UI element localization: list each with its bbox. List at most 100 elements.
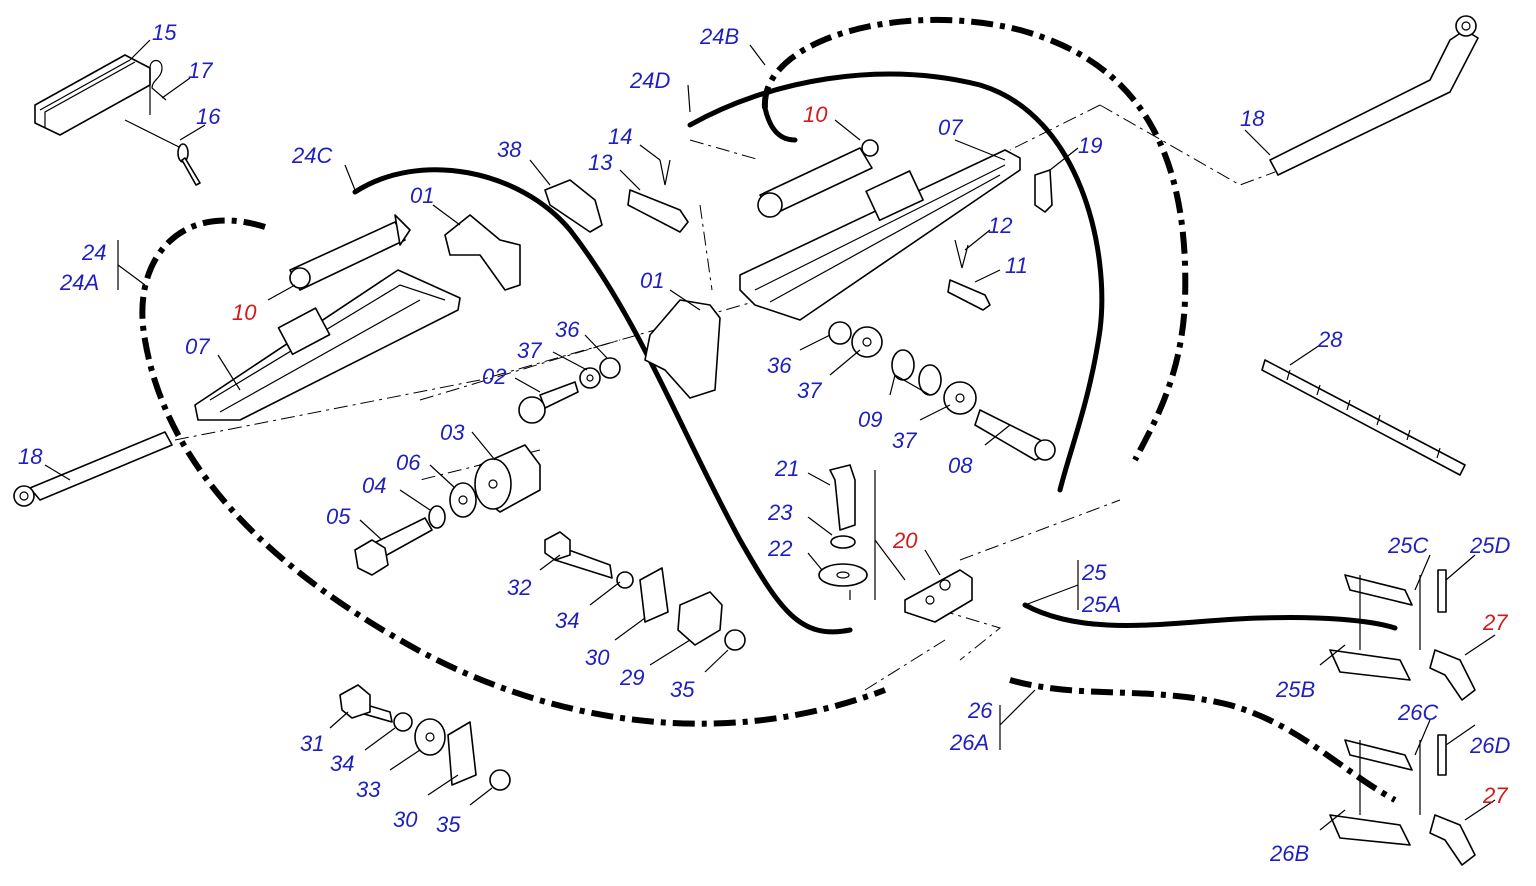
label-04: 04 — [362, 473, 386, 498]
part-12-clip — [954, 239, 969, 269]
label-22: 22 — [767, 536, 792, 561]
label-26: 26 — [967, 698, 993, 723]
part-21-bolt — [829, 464, 856, 531]
part-18-left-link — [13, 431, 173, 507]
part-35-nut-b — [489, 769, 511, 791]
part-26c-grip — [1344, 739, 1413, 771]
part-11-pin — [947, 279, 991, 311]
hose-24b — [761, 16, 1189, 462]
label-11: 11 — [1005, 253, 1028, 278]
label-10-right: 10 — [803, 102, 828, 127]
label-31: 31 — [300, 731, 324, 756]
label-25: 25 — [1081, 560, 1107, 585]
label-33: 33 — [356, 777, 381, 802]
label-21: 21 — [774, 456, 799, 481]
part-15-bracket — [34, 54, 151, 136]
part-16-pin — [124, 119, 201, 186]
label-36-right: 36 — [767, 353, 792, 378]
label-10-left: 10 — [232, 300, 257, 325]
part-37-washer-c — [943, 381, 977, 415]
part-27-coupler-a — [1429, 649, 1476, 701]
label-05: 05 — [326, 504, 351, 529]
label-37-mid: 37 — [797, 378, 822, 403]
label-24: 24 — [81, 240, 106, 265]
part-08-bolt — [974, 409, 1056, 461]
part-29-clamp — [677, 591, 723, 646]
part-30-clamp-plate-a — [639, 567, 669, 623]
label-18-right: 18 — [1240, 106, 1265, 131]
label-24c: 24C — [291, 143, 332, 168]
part-25b-grip — [1329, 649, 1411, 681]
label-25c: 25C — [1387, 533, 1428, 558]
label-37-left: 37 — [517, 338, 542, 363]
part-02-bolt — [518, 381, 579, 424]
label-24a: 24A — [59, 270, 99, 295]
part-04-washer — [428, 505, 446, 529]
part-05-bolt — [354, 517, 433, 576]
label-07-right: 07 — [938, 115, 963, 140]
label-13: 13 — [588, 150, 613, 175]
part-01-bracket-left — [444, 214, 521, 291]
label-09: 09 — [858, 407, 882, 432]
label-14: 14 — [608, 124, 632, 149]
label-26b: 26B — [1269, 841, 1309, 866]
part-28-spring — [1261, 359, 1466, 476]
label-36-left: 36 — [555, 317, 580, 342]
label-15: 15 — [152, 20, 177, 45]
label-07-left: 07 — [185, 334, 210, 359]
part-34-washer-b — [393, 712, 413, 732]
part-01-bracket-right — [644, 299, 721, 399]
part-36-nut-b — [828, 321, 852, 345]
part-37-washer-b — [851, 326, 883, 358]
part-22-washer — [818, 563, 868, 587]
part-17-r-clip — [149, 59, 167, 115]
hose-24c — [352, 167, 853, 635]
part-32-bolt — [544, 531, 613, 579]
part-31-bolt — [339, 684, 393, 723]
part-38-plate — [544, 179, 603, 233]
label-28: 28 — [1317, 327, 1343, 352]
part-labels: 15 17 16 24C 24 24A 10 07 18 24B 24D 14 … — [18, 20, 1510, 866]
part-19-bolt — [1034, 169, 1053, 213]
part-36-nut-a — [599, 357, 621, 379]
part-10-cylinder-right — [757, 139, 879, 218]
part-25c-grip — [1344, 574, 1413, 606]
part-07-right-frame — [739, 149, 1021, 321]
part-20-valve-block — [904, 569, 973, 623]
part-34-washer-a — [616, 571, 634, 589]
label-27-bottom: 27 — [1482, 783, 1508, 808]
label-24d: 24D — [629, 68, 670, 93]
label-32: 32 — [507, 575, 531, 600]
label-30-top: 30 — [585, 645, 610, 670]
label-24b: 24B — [699, 24, 739, 49]
part-07-left-frame — [194, 269, 461, 421]
label-02: 02 — [482, 364, 506, 389]
label-12: 12 — [988, 213, 1012, 238]
part-35-nut-a — [724, 629, 746, 651]
part-27-coupler-b — [1429, 814, 1476, 866]
label-06: 06 — [396, 450, 421, 475]
part-18-right-link — [1269, 15, 1479, 176]
hoses — [139, 16, 1398, 803]
label-08: 08 — [948, 453, 973, 478]
label-20: 20 — [892, 528, 918, 553]
part-26b-grip — [1329, 814, 1411, 846]
label-38: 38 — [497, 137, 522, 162]
label-26a: 26A — [949, 730, 989, 755]
hose-26 — [1009, 677, 1397, 803]
part-13-pin — [627, 189, 689, 233]
part-23-washer — [830, 535, 856, 549]
label-26d: 26D — [1469, 733, 1510, 758]
hose-25 — [1022, 602, 1398, 631]
label-30-bottom: 30 — [393, 807, 418, 832]
label-35-top: 35 — [670, 677, 695, 702]
label-16: 16 — [196, 104, 221, 129]
part-30-clamp-plate-b — [447, 721, 477, 786]
label-25d: 25D — [1469, 533, 1510, 558]
hose-24 — [139, 217, 887, 727]
leader-lines — [44, 39, 1496, 831]
label-01-right: 01 — [640, 268, 664, 293]
part-03-roller — [474, 444, 541, 513]
part-14-clip — [659, 159, 671, 186]
